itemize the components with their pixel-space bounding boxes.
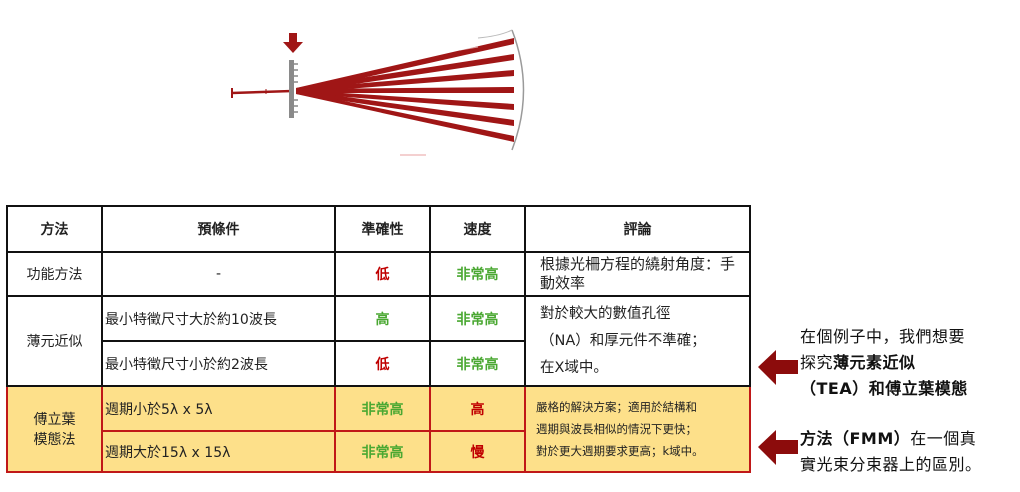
note-emphasis: （TEA）和傅立葉模態 xyxy=(800,379,968,398)
note-emphasis: 薄元素近似 xyxy=(833,353,916,372)
fmm-note: 方法（FMM）在一個真 實光束分束器上的區別。 xyxy=(800,426,982,478)
comment-line: 週期與波長相似的情況下更快； xyxy=(536,422,697,436)
incoming-beam xyxy=(231,88,293,98)
diffracted-beams xyxy=(296,38,514,142)
comment-line: 嚴格的解決方案；適用於結構和 xyxy=(536,400,697,414)
note-line: 探究薄元素近似 xyxy=(800,350,968,376)
note-text: 探究 xyxy=(800,353,834,372)
comment-cell: 嚴格的解決方案；適用於結構和 週期與波長相似的情況下更快； 對於更大週期要求更高… xyxy=(524,385,751,473)
tea-note: 在個例子中，我們想要 探究薄元素近似 （TEA）和傅立葉模態 xyxy=(800,324,968,402)
table-row: 薄元近似 最小特徵尺寸大於約10波長 高 非常高 對於較大的數值孔徑 （NA）和… xyxy=(6,295,751,387)
note-text: 在一個真 xyxy=(910,429,977,448)
comment-line: （NA）和厚元件不準確； xyxy=(540,332,706,349)
accuracy-cell: 非常高 xyxy=(334,385,431,432)
header-accuracy: 準確性 xyxy=(334,205,431,253)
precondition-cell: 最小特徵尺寸大於約10波長 xyxy=(101,295,336,342)
note-emphasis: 方法（FMM） xyxy=(800,429,911,448)
table-row: 功能方法 - 低 非常高 根據光柵方程的繞射角度：手動效率 xyxy=(6,251,751,297)
precondition-cell: - xyxy=(101,251,336,297)
beam-splitter-diagram xyxy=(231,29,525,156)
header-method: 方法 xyxy=(6,205,103,253)
speed-cell: 高 xyxy=(429,385,526,432)
detector-arc xyxy=(511,29,525,151)
table-row: 最小特徵尺寸小於約2波長 低 非常高 xyxy=(7,340,750,387)
speed-cell: 非常高 xyxy=(429,295,526,342)
grating-element xyxy=(289,60,298,118)
speed-cell: 非常高 xyxy=(429,251,526,297)
accuracy-cell: 高 xyxy=(334,295,431,342)
methods-comparison-table: 方法 預條件 準確性 速度 評論 功能方法 - 低 非常高 根據光柵方程的繞射角… xyxy=(6,205,751,473)
precondition-cell: 週期大於15λ x 15λ xyxy=(101,430,336,473)
method-tea: 薄元近似 xyxy=(6,295,103,387)
table-row: 週期大於15λ x 15λ 非常高 慢 xyxy=(7,430,750,473)
comment-cell: 對於較大的數值孔徑 （NA）和厚元件不準確； 在X域中。 xyxy=(524,295,751,387)
speed-cell: 非常高 xyxy=(429,340,526,387)
comment-line: 對於更大週期要求更高；k域中。 xyxy=(536,444,704,458)
arrow-left-icon xyxy=(758,430,798,465)
accuracy-cell: 低 xyxy=(334,340,431,387)
precondition-cell: 最小特徵尺寸小於約2波長 xyxy=(101,340,336,387)
incident-arrow-icon xyxy=(283,33,303,53)
precondition-cell: 週期小於5λ x 5λ xyxy=(101,385,336,432)
header-row: 方法 預條件 準確性 速度 評論 xyxy=(6,205,751,253)
header-speed: 速度 xyxy=(429,205,526,253)
table-row: 傅立葉 模態法 週期小於5λ x 5λ 非常高 高 嚴格的解決方案；適用於結構和… xyxy=(6,385,751,473)
method-functional: 功能方法 xyxy=(6,251,103,297)
header-comment: 評論 xyxy=(524,205,751,253)
comment-line: 對於較大的數值孔徑 xyxy=(540,305,671,322)
accuracy-cell: 低 xyxy=(334,251,431,297)
arrow-left-icon xyxy=(758,350,798,385)
header-precondition: 預條件 xyxy=(101,205,336,253)
note-line: 方法（FMM）在一個真 xyxy=(800,426,982,452)
method-fmm: 傅立葉 模態法 xyxy=(6,385,103,473)
note-line: 實光束分束器上的區別。 xyxy=(800,455,982,474)
accuracy-cell: 非常高 xyxy=(334,430,431,473)
note-line: （TEA）和傅立葉模態 xyxy=(800,376,968,402)
speed-cell: 慢 xyxy=(429,430,526,473)
method-line: 傅立葉 xyxy=(33,412,76,428)
comment-line: 在X域中。 xyxy=(540,359,608,376)
method-line: 模態法 xyxy=(33,432,76,448)
comment-cell: 根據光柵方程的繞射角度：手動效率 xyxy=(524,251,751,297)
note-line: 在個例子中，我們想要 xyxy=(800,327,966,346)
